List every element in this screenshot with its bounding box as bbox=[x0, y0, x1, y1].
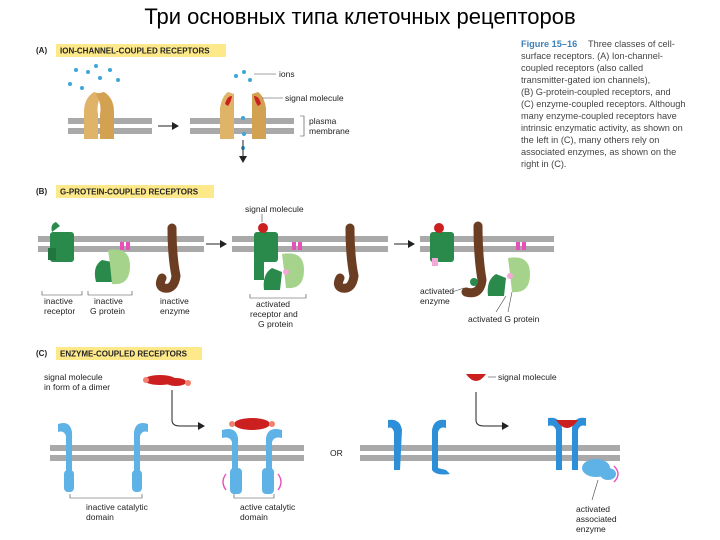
caption-line: transmitter-gated ion channels), bbox=[521, 75, 650, 85]
label-signal-dimer-1: signal molecule bbox=[44, 372, 103, 382]
label-inactive-receptor-1: inactive bbox=[44, 296, 73, 306]
enzyme-inactive-2 bbox=[333, 223, 359, 293]
panel-b: (B) G-PROTEIN-COUPLED RECEPTORS bbox=[36, 185, 554, 329]
label-inactive-catalytic-2: domain bbox=[86, 512, 114, 522]
caption-line: right in (C). bbox=[521, 159, 566, 169]
label-ions: ions bbox=[279, 69, 295, 79]
gpcr-inactive bbox=[48, 222, 74, 262]
transition-arrow-c1 bbox=[171, 390, 205, 430]
label-or: OR bbox=[330, 448, 343, 458]
label-plasma: plasma bbox=[309, 116, 337, 126]
label-inactive-g-protein-2: G protein bbox=[90, 306, 125, 316]
panel-a-heading-highlight bbox=[56, 44, 226, 57]
label-inactive-catalytic-1: inactive catalytic bbox=[86, 502, 149, 512]
caption-figure-number: Figure 15–16 bbox=[521, 39, 577, 49]
g-protein-inactive bbox=[94, 242, 130, 285]
label-signal-molecule-a: signal molecule bbox=[285, 93, 344, 103]
plasma-membrane-b2 bbox=[232, 236, 388, 252]
gpcr-activated-3 bbox=[430, 223, 454, 266]
ions-flow bbox=[234, 70, 252, 150]
label-membrane: membrane bbox=[309, 126, 350, 136]
signal-molecule-free bbox=[466, 374, 486, 381]
caption-line: Three classes of cell- bbox=[588, 39, 675, 49]
enzyme-receptor-active bbox=[222, 429, 282, 494]
signal-molecule-bound-c bbox=[556, 420, 578, 428]
caption-line: many enzyme-coupled receptors have bbox=[521, 111, 677, 121]
gpcr-activated bbox=[254, 223, 278, 280]
panel-b-letter: (B) bbox=[36, 187, 47, 196]
label-inactive-enzyme-2: enzyme bbox=[160, 306, 190, 316]
label-activated-g-protein: activated G protein bbox=[468, 314, 540, 324]
label-signal-molecule-b: signal molecule bbox=[245, 204, 304, 214]
label-inactive-enzyme-1: inactive bbox=[160, 296, 189, 306]
slide-title: Три основных типа клеточных рецепторов bbox=[144, 4, 576, 29]
plasma-membrane-c2 bbox=[360, 445, 620, 461]
ion-channel-closed bbox=[84, 92, 114, 139]
enzyme-inactive bbox=[155, 223, 181, 293]
phosphorylation-marks bbox=[222, 473, 282, 491]
label-associated: associated bbox=[576, 514, 617, 524]
label-activated-receptor-1: activated bbox=[256, 299, 290, 309]
label-activated-enzyme-1: activated bbox=[420, 286, 454, 296]
panel-b-heading-highlight bbox=[56, 185, 214, 198]
caption-line: associated enzymes, as shown on the bbox=[521, 147, 676, 157]
enzyme-receptor-inactive bbox=[58, 423, 148, 492]
panel-c-letter: (C) bbox=[36, 349, 47, 358]
plasma-membrane-a-right bbox=[190, 118, 294, 134]
caption-line: the left in (C), many others rely on bbox=[521, 135, 659, 145]
plasma-membrane-b3 bbox=[420, 236, 554, 252]
g-protein-activated-b2 bbox=[263, 242, 304, 290]
panel-c: (C) ENZYME-COUPLED RECEPTORS signal mole… bbox=[36, 347, 620, 534]
panel-b-heading: G-PROTEIN-COUPLED RECEPTORS bbox=[60, 188, 199, 197]
panel-c-heading: ENZYME-COUPLED RECEPTORS bbox=[60, 350, 188, 359]
caption-line: (B) G-protein-coupled receptors, and bbox=[521, 87, 671, 97]
enzyme-activated bbox=[461, 221, 487, 298]
label-activated-receptor-3: G protein bbox=[258, 319, 293, 329]
panel-a-letter: (A) bbox=[36, 46, 47, 55]
panel-a-heading: ION-CHANNEL-COUPLED RECEPTORS bbox=[60, 47, 210, 56]
label-inactive-g-protein-1: inactive bbox=[94, 296, 123, 306]
label-signal-dimer-2: in form of a dimer bbox=[44, 382, 110, 392]
panel-c-heading-highlight bbox=[56, 347, 202, 360]
caption-line: surface receptors. (A) Ion-channel- bbox=[521, 51, 663, 61]
transition-arrow-c2 bbox=[475, 392, 509, 430]
label-inactive-receptor-2: receptor bbox=[44, 306, 75, 316]
caption-line: intrinsic enzymatic activity, as shown o… bbox=[521, 123, 683, 133]
label-enzyme: enzyme bbox=[576, 524, 606, 534]
signal-dimer-free bbox=[143, 375, 191, 386]
label-activated: activated bbox=[576, 504, 610, 514]
caption-line: (C) enzyme-coupled receptors. Although bbox=[521, 99, 685, 109]
label-active-catalytic-1: active catalytic bbox=[240, 502, 296, 512]
label-signal-molecule-c: signal molecule bbox=[498, 372, 557, 382]
label-active-catalytic-2: domain bbox=[240, 512, 268, 522]
label-activated-enzyme-2: enzyme bbox=[420, 296, 450, 306]
label-activated-receptor-2: receptor and bbox=[250, 309, 298, 319]
figure-caption: Figure 15–16 Three classes of cell- surf… bbox=[521, 39, 685, 169]
g-protein-activated-b3 bbox=[487, 242, 530, 296]
associated-enzyme bbox=[582, 459, 619, 483]
signal-molecule bbox=[258, 223, 268, 233]
receptor-no-enzyme bbox=[388, 419, 450, 475]
plasma-membrane-c1 bbox=[50, 445, 304, 461]
panel-a: (A) ION-CHANNEL-COUPLED RECEPTORS bbox=[36, 44, 350, 163]
ions-outside bbox=[68, 64, 120, 90]
signal-dimer-bound bbox=[229, 418, 275, 430]
caption-line: coupled receptors (also called bbox=[521, 63, 643, 73]
signal-molecule-bound bbox=[225, 96, 261, 106]
receptor-with-associated-enzyme bbox=[548, 417, 586, 470]
ion-channel-open bbox=[220, 92, 266, 139]
